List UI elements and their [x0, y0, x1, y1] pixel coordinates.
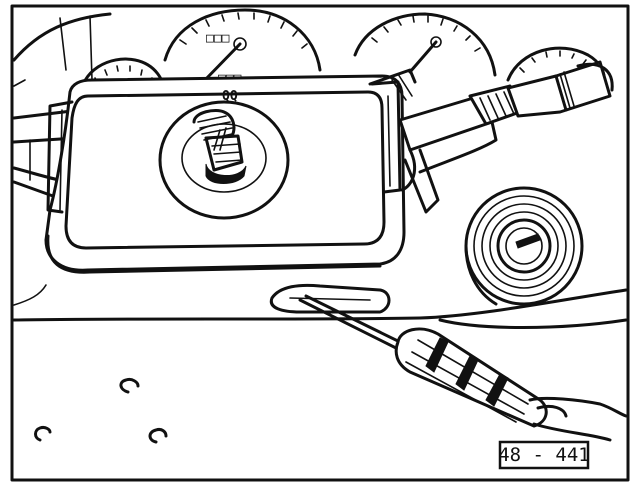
dashboard-panel	[12, 12, 628, 329]
second-gauge	[353, 12, 497, 77]
trim-clips	[34, 378, 168, 444]
speedometer-gauge: □□□ □□□	[163, 8, 322, 86]
speedometer-needle	[201, 42, 242, 84]
pad-marking: QQ	[222, 89, 238, 104]
needle-hub-icon	[233, 37, 247, 51]
steering-wheel-pad: QQ	[44, 74, 406, 274]
key-slot-icon	[515, 233, 541, 249]
clip-hole-2	[34, 426, 52, 442]
screwdriver-blade	[298, 298, 402, 352]
figure-frame	[10, 4, 630, 482]
needle-hub-icon-2	[430, 36, 442, 48]
speedometer-marking-top: □□□	[206, 31, 230, 46]
screwdriver-handle	[394, 327, 548, 428]
clip-hole-1	[119, 378, 140, 394]
steering-column-hub	[158, 100, 290, 220]
clip-hole-3	[148, 428, 168, 444]
gauge-needle	[408, 40, 438, 74]
hub-outer-ring	[158, 100, 290, 220]
hand-thumb	[528, 396, 628, 418]
ignition-cylinder	[496, 218, 552, 274]
nut-base	[205, 163, 247, 184]
screwdriver-tool	[298, 294, 628, 442]
ignition-lock	[464, 186, 584, 306]
figure-reference-label: 48 - 441	[498, 440, 590, 470]
puller-tool	[368, 60, 614, 214]
release-slot	[269, 283, 391, 314]
figure-reference-text: 48 - 441	[498, 444, 590, 466]
